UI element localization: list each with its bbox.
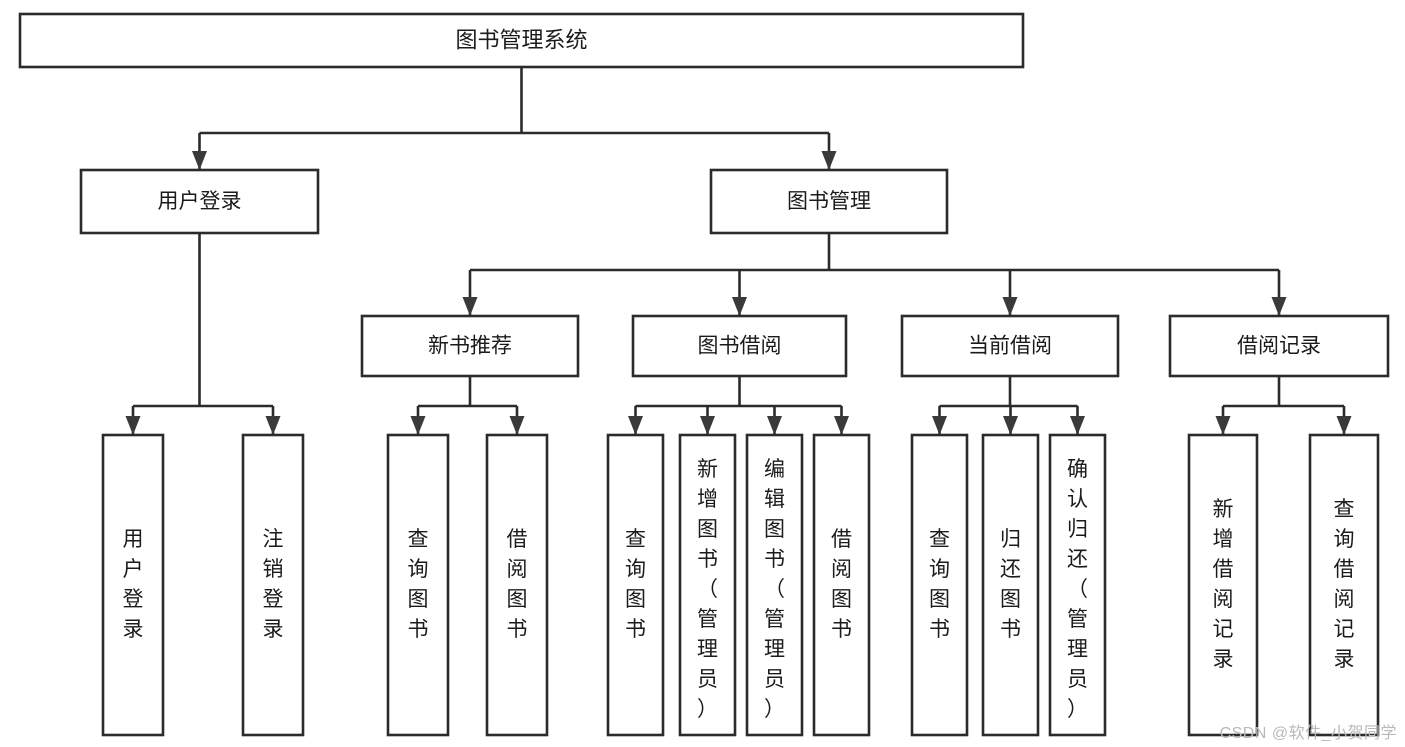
leaf-p-2-rect <box>745 433 804 737</box>
arrow-head-icon <box>410 416 426 435</box>
node-layer: 图书管理系统用户登录图书管理新书推荐图书借阅当前借阅借阅记录用户登录注销登录查询… <box>18 12 1390 737</box>
leaf-p-1-rect <box>485 433 549 737</box>
connector-layer <box>125 67 1352 435</box>
arrow-head-icon <box>628 416 643 435</box>
leaf-p-2[interactable]: 确认归还（管理员） <box>1048 433 1107 737</box>
leaf-p-0-rect <box>386 433 450 737</box>
leaf-p-0-label: 查询图书 <box>408 528 429 641</box>
arrow-head-icon <box>509 416 525 435</box>
leaf-p-0-rect <box>1187 433 1259 737</box>
leaf-p-0[interactable]: 查询图书 <box>606 433 665 737</box>
node-l2-n1[interactable]: 图书管理 <box>709 168 949 235</box>
node-l3-n2-label: 当前借阅 <box>968 335 1052 358</box>
arrow-head-icon <box>192 151 207 170</box>
leaf-p-1-rect <box>678 433 737 737</box>
arrow-head-icon <box>834 416 849 435</box>
leaf-p-3-rect <box>812 433 871 737</box>
leaf-p-1-label: 归还图书 <box>1000 528 1021 641</box>
leaf-p-1-rect <box>1308 433 1380 737</box>
arrow-head-icon <box>1271 297 1287 316</box>
leaf-p-0-label: 新增借阅记录 <box>1213 498 1234 671</box>
node-l3-n1-rect <box>631 314 848 378</box>
leaf-p-1-label: 注销登录 <box>263 528 284 641</box>
leaf-p-0-rect <box>910 433 969 737</box>
node-root-label: 图书管理系统 <box>455 27 587 52</box>
node-l2-n0[interactable]: 用户登录 <box>79 168 320 235</box>
arrow-head-icon <box>767 416 782 435</box>
node-l3-n0-label: 新书推荐 <box>428 335 512 358</box>
arrow-head-icon <box>1003 416 1018 435</box>
leaf-p-1-label: 借阅图书 <box>507 528 528 641</box>
arrow-head-icon <box>821 151 837 170</box>
node-l2-n0-label: 用户登录 <box>158 190 242 213</box>
leaf-p-3[interactable]: 借阅图书 <box>812 433 871 737</box>
node-l3-n1-label: 图书借阅 <box>698 335 782 358</box>
arrow-head-icon <box>732 297 747 316</box>
node-l3-n3-label: 借阅记录 <box>1237 335 1321 358</box>
arrow-head-icon <box>932 416 947 435</box>
leaf-p-0-label: 查询图书 <box>929 528 950 641</box>
node-l3-n0-rect <box>360 314 580 378</box>
arrow-head-icon <box>700 416 715 435</box>
leaf-p-0[interactable]: 查询图书 <box>386 433 450 737</box>
leaf-p-0-rect <box>101 433 165 737</box>
leaf-p-2-label: 确认归还（管理员） <box>1067 458 1088 721</box>
arrow-head-icon <box>125 416 141 435</box>
leaf-p-1[interactable]: 归还图书 <box>981 433 1040 737</box>
arrow-head-icon <box>1215 416 1231 435</box>
node-l3-n2[interactable]: 当前借阅 <box>900 314 1120 378</box>
leaf-p-0[interactable]: 用户登录 <box>101 433 165 737</box>
arrow-head-icon <box>462 297 478 316</box>
node-l2-n1-label: 图书管理 <box>787 190 871 213</box>
arrow-head-icon <box>1070 416 1085 435</box>
arrow-head-icon <box>265 416 281 435</box>
node-l2-n1-rect <box>709 168 949 235</box>
leaf-p-1-label: 新增图书（管理员） <box>697 458 718 721</box>
leaf-p-1-rect <box>241 433 305 737</box>
arrow-head-icon <box>1002 297 1018 316</box>
leaf-p-1[interactable]: 借阅图书 <box>485 433 549 737</box>
leaf-p-0-rect <box>606 433 665 737</box>
leaf-p-1[interactable]: 注销登录 <box>241 433 305 737</box>
leaf-p-2-rect <box>1048 433 1107 737</box>
arrow-head-icon <box>1336 416 1352 435</box>
leaf-p-2-label: 编辑图书（管理员） <box>764 458 785 721</box>
leaf-p-3-label: 借阅图书 <box>831 528 852 641</box>
node-l3-n1[interactable]: 图书借阅 <box>631 314 848 378</box>
leaf-p-1[interactable]: 新增图书（管理员） <box>678 433 737 737</box>
leaf-p-1[interactable]: 查询借阅记录 <box>1308 433 1380 737</box>
node-root[interactable]: 图书管理系统 <box>18 12 1025 69</box>
leaf-p-0[interactable]: 查询图书 <box>910 433 969 737</box>
node-root-rect <box>18 12 1025 69</box>
node-l3-n0[interactable]: 新书推荐 <box>360 314 580 378</box>
node-l3-n3-rect <box>1168 314 1390 378</box>
leaf-p-0[interactable]: 新增借阅记录 <box>1187 433 1259 737</box>
leaf-p-0-label: 查询图书 <box>625 528 646 641</box>
leaf-p-0-label: 用户登录 <box>123 528 144 641</box>
leaf-p-1-rect <box>981 433 1040 737</box>
node-l2-n0-rect <box>79 168 320 235</box>
leaf-p-1-label: 查询借阅记录 <box>1334 498 1355 671</box>
node-l3-n3[interactable]: 借阅记录 <box>1168 314 1390 378</box>
leaf-p-2[interactable]: 编辑图书（管理员） <box>745 433 804 737</box>
node-l3-n2-rect <box>900 314 1120 378</box>
